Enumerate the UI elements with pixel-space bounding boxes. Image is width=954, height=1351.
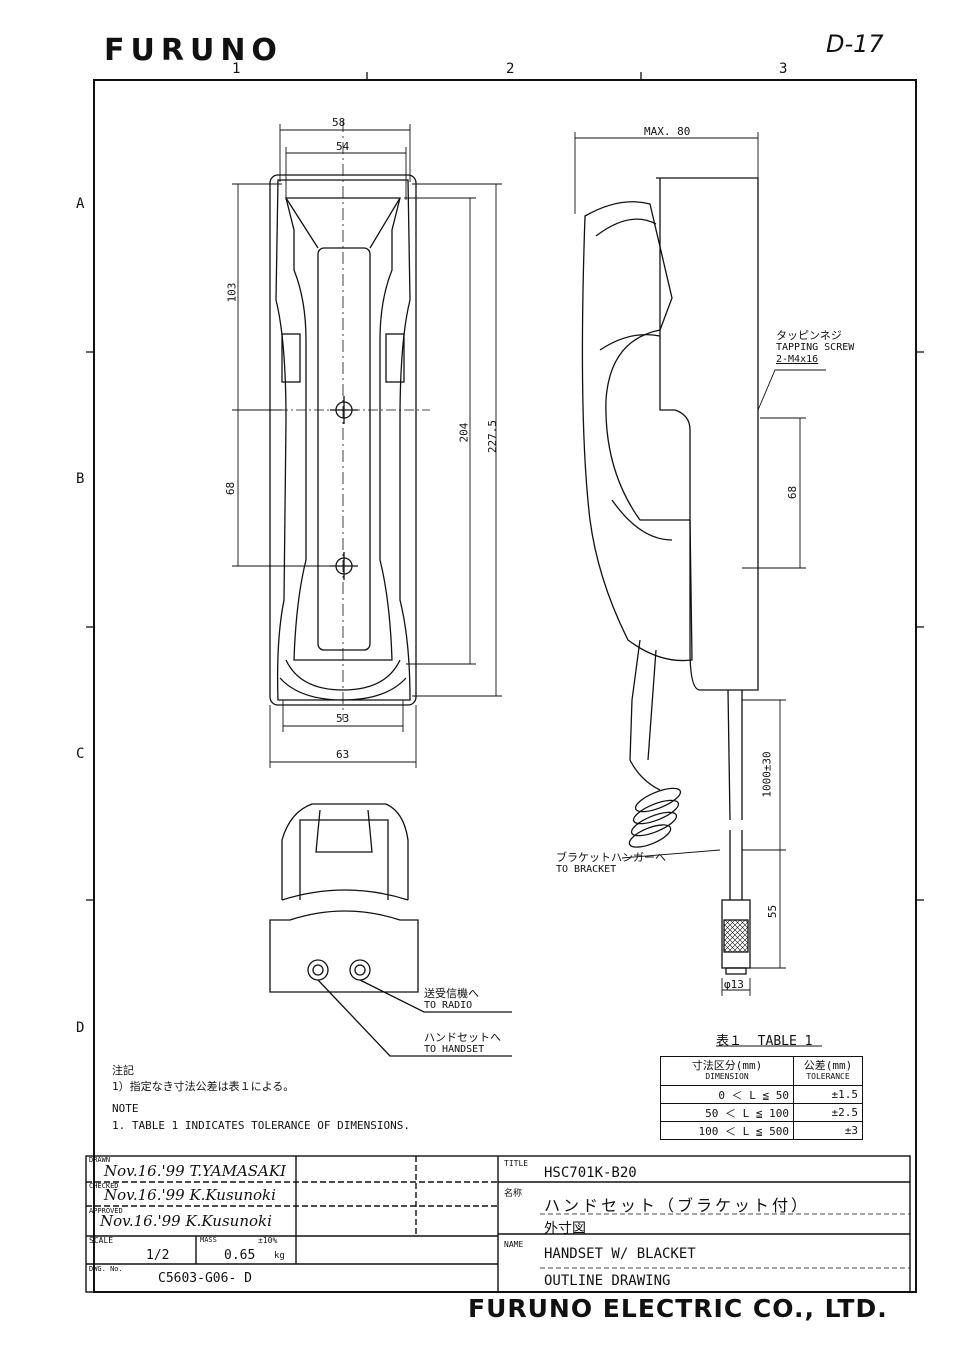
name-jp-line1: ハンドセット（ブラケット付）	[544, 1196, 811, 1215]
zone-label-a: A	[76, 196, 85, 212]
bottom-view-connector	[269, 803, 512, 1057]
dim-204: 204	[457, 422, 471, 443]
dim-227-5: 227.5	[486, 419, 500, 454]
scale-label: SCALE	[89, 1236, 114, 1245]
zone-label-b: B	[76, 471, 85, 487]
side-view-dimensions	[574, 132, 826, 996]
zone-label-3: 3	[779, 61, 788, 77]
name-jp-line2: 外寸図	[544, 1221, 586, 1237]
mass-value: 0.65	[224, 1248, 256, 1263]
drawn-signature: Nov.16.'99 T.YAMASAKI	[104, 1162, 287, 1180]
title-value: HSC701K-B20	[544, 1165, 637, 1181]
dim-cord-length: 1000±30	[760, 751, 774, 798]
name-en-line2: OUTLINE DRAWING	[544, 1273, 671, 1289]
drawn-label: DRAWN	[89, 1156, 111, 1164]
side-view-handset	[581, 177, 759, 975]
to-handset-label: ハンドセットへ TO HANDSET	[424, 1031, 501, 1056]
dim-68-front: 68	[224, 481, 238, 496]
front-view-bracket	[260, 120, 430, 720]
name-en-line1: HANDSET W/ BLACKET	[544, 1246, 696, 1262]
table-caption: 表１ TABLE 1	[716, 1034, 813, 1049]
dim-max-80: MAX. 80	[644, 125, 691, 138]
to-bracket-label: ブラケットハンガーへ TO BRACKET	[556, 851, 666, 876]
dim-58: 58	[332, 116, 346, 129]
to-radio-label: 送受信機へ TO RADIO	[424, 987, 479, 1012]
sheet-number: D-17	[826, 30, 884, 58]
checked-label: CHECKED	[89, 1182, 119, 1190]
table-header-dimension: 寸法区分(mm) DIMENSION	[660, 1056, 794, 1086]
checked-signature: Nov.16.'99 K.Kusunoki	[104, 1186, 276, 1204]
furuno-logo: FURUNO	[104, 33, 283, 68]
zone-label-1: 1	[232, 61, 241, 77]
dim-68-side: 68	[786, 485, 800, 500]
zone-label-2: 2	[506, 61, 515, 77]
table-row: 100 ＜ L ≦ 500 ±3	[660, 1121, 863, 1140]
name-jp-label: 名称	[504, 1189, 523, 1199]
tolerance-table: 寸法区分(mm) DIMENSION 公差(mm) TOLERANCE 0 ＜ …	[660, 1056, 863, 1140]
dwg-no-label: DWG. No.	[89, 1265, 123, 1273]
dim-103: 103	[225, 282, 239, 303]
zone-label-d: D	[76, 1020, 85, 1036]
dim-54: 54	[336, 140, 350, 153]
table-row: 50 ＜ L ≦ 100 ±2.5	[660, 1103, 863, 1122]
mass-unit: kg	[274, 1251, 285, 1261]
scale-value: 1/2	[146, 1248, 170, 1263]
mass-tolerance: ±10%	[258, 1236, 278, 1245]
title-label: TITLE	[504, 1159, 529, 1168]
dim-55: 55	[766, 904, 780, 919]
mass-label: MASS	[200, 1236, 217, 1244]
tapping-screw-label: タッピンネジ TAPPING SCREW 2-M4x16	[776, 329, 855, 366]
company-name: FURUNO ELECTRIC CO., LTD.	[468, 1294, 888, 1323]
title-block-frame	[85, 1155, 911, 1293]
table-header-tolerance: 公差(mm) TOLERANCE	[793, 1056, 863, 1086]
notes-block: 注記 1）指定なき寸法公差は表１による。 NOTE 1. TABLE 1 IND…	[112, 1064, 411, 1132]
approved-label: APPROVED	[89, 1207, 123, 1215]
zone-label-c: C	[76, 746, 85, 762]
name-label: NAME	[504, 1240, 524, 1249]
dim-phi-13: φ13	[724, 978, 744, 991]
front-view-dimensions	[232, 124, 502, 768]
dim-63: 63	[336, 748, 350, 761]
approved-signature: Nov.16.'99 K.Kusunoki	[100, 1212, 272, 1230]
table-row: 0 ＜ L ≦ 50 ±1.5	[660, 1085, 863, 1104]
dwg-no-value: C5603-G06- D	[158, 1271, 252, 1286]
dim-53: 53	[336, 712, 350, 725]
